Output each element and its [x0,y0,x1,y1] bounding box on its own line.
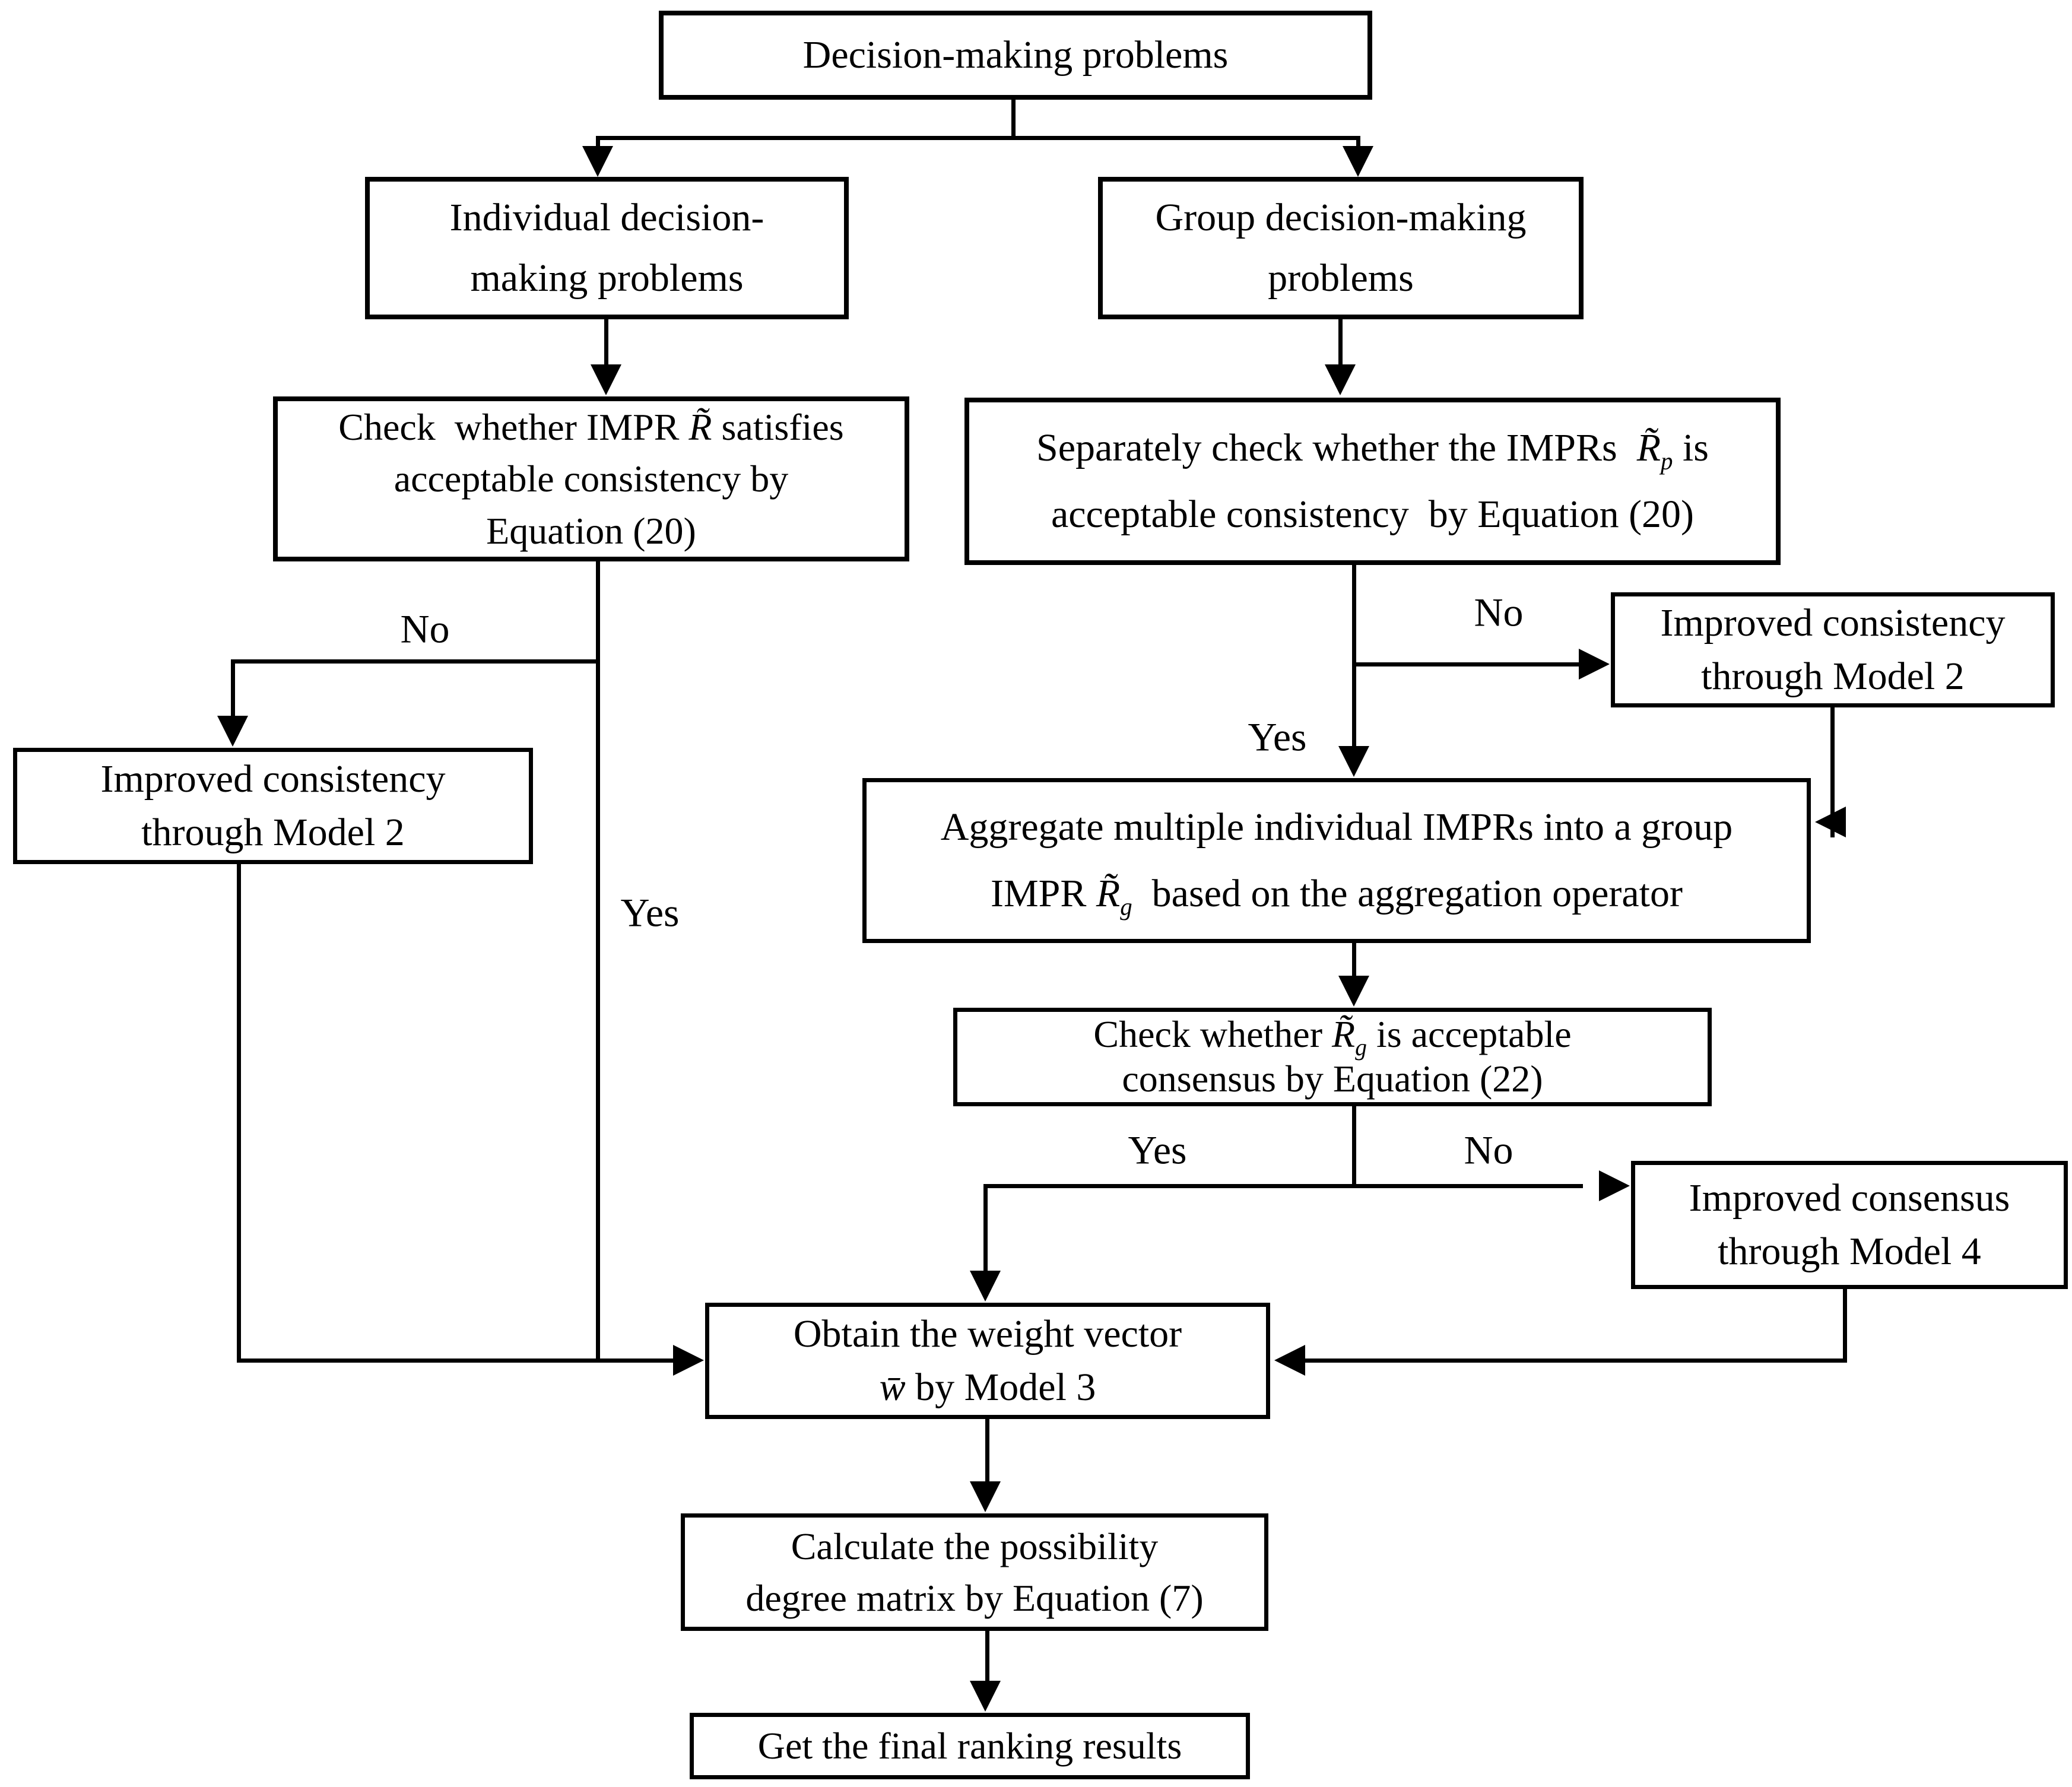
arrowhead-to-check-individual [591,364,621,395]
arrowhead-to-aggregate-right [1815,807,1846,837]
arrowhead-to-weight-right [1274,1345,1305,1376]
connector-decision-stem [1011,100,1016,138]
node-aggregate-imprs: Aggregate multiple individual IMPRs into… [862,778,1811,943]
math-subscript-p: p [1661,447,1673,475]
connector-decision-split [596,136,1360,140]
node-label-line: Improved consensus [1689,1176,2010,1220]
connector-improve-consensus-left [1303,1358,1847,1363]
math-symbol-R-tilde-p: R̃ [1636,426,1661,469]
node-label-line: Improved consistency [1660,601,2006,645]
node-check-group-consistency: Separately check whether the IMPRs R̃p i… [964,398,1781,565]
node-label-line: Individual decision- [449,195,764,239]
node-label: Decision-making problems [802,33,1229,77]
math-symbol-w-bar: w̄ [879,1366,906,1409]
node-label-line: through Model 2 [141,811,405,854]
label-text: by Model 3 [905,1366,1096,1409]
node-label-line: Obtain the weight vector [793,1312,1182,1356]
connector-individual-to-check [604,319,608,368]
label-text: is acceptable [1366,1013,1572,1056]
node-label: Get the final ranking results [757,1724,1182,1767]
connector-no-individual-v [231,659,235,719]
edge-label-no-group: No [1469,589,1528,636]
arrowhead-to-weight-left [673,1345,704,1376]
arrowhead-to-improve-right [1579,649,1610,680]
label-text: Separately check whether the IMPRs [1036,426,1637,469]
node-label-line: Check whether R̃g is acceptable [1093,1012,1572,1059]
arrowhead-to-consensus [1338,976,1369,1007]
arrowhead-to-ranking [970,1681,1001,1712]
edge-label-yes-group: Yes [1243,713,1312,761]
node-label-line: Check whether IMPR R̃ satisfies [338,401,843,453]
arrowhead-to-possibility [970,1481,1001,1512]
node-label-line: w̄ by Model 3 [880,1361,1096,1414]
node-label-line: through Model 4 [1718,1230,1981,1273]
edge-label-yes-individual: Yes [615,889,684,937]
node-decision-problems: Decision-making problems [659,11,1372,100]
node-obtain-weight-vector: Obtain the weight vector w̄ by Model 3 [705,1303,1270,1419]
connector-yes-consensus-v [983,1184,988,1272]
label-text: based on the aggregation operator [1132,872,1683,915]
arrowhead-to-check-group [1325,364,1356,395]
connector-improve-left-down [237,864,241,1363]
connector-improve-right-down [1830,707,1835,837]
node-improve-consistency-left: Improved consistency through Model 2 [13,748,533,864]
node-check-individual-consistency: Check whether IMPR R̃ satisfies acceptab… [273,396,909,561]
node-label-line: through Model 2 [1701,655,1965,698]
node-label-line: Group decision-making [1155,195,1527,239]
arrowhead-to-weight-top [970,1271,1001,1302]
edge-label-yes-consensus: Yes [1123,1126,1192,1174]
label-text: is [1673,426,1709,469]
connector-aggregate-to-consensus [1352,943,1356,980]
node-label-line: IMPR R̃g based on the aggregation operat… [991,861,1683,927]
label-text: Check whether IMPR [338,406,689,449]
connector-consensus-stem [1352,1106,1356,1186]
connector-split-right-stub [1356,136,1360,154]
arrowhead-to-individual [582,146,613,177]
node-label-line: Separately check whether the IMPRs R̃p i… [1036,415,1709,481]
connector-possibility-to-ranking [985,1631,989,1684]
node-improve-consistency-right: Improved consistency through Model 2 [1611,592,2055,707]
edge-label-no-individual: No [395,605,455,653]
node-label-line: Improved consistency [100,757,446,801]
connector-no-group-h [1354,662,1583,666]
node-label-line: problems [1268,256,1414,300]
node-label-line: acceptable consistency by [394,458,789,500]
connector-no-individual-h [231,659,600,664]
node-label-line: Equation (20) [486,509,696,552]
node-possibility-matrix: Calculate the possibility degree matrix … [681,1513,1268,1631]
node-label-line: acceptable consistency by Equation (20) [1051,493,1695,536]
edge-label-no-consensus: No [1459,1126,1518,1174]
arrowhead-to-improve-left [217,716,248,747]
node-final-ranking: Get the final ranking results [690,1713,1250,1779]
connector-group-to-check [1338,319,1343,368]
math-symbol-R-tilde-g: R̃ [1332,1013,1356,1056]
connector-weight-to-possibility [985,1419,989,1485]
label-text: IMPR [991,872,1096,915]
connector-merge-to-weight [237,1358,674,1363]
connector-yes-individual [596,561,600,1363]
arrowhead-to-improve-consensus [1599,1170,1630,1201]
node-label-line: degree matrix by Equation (7) [745,1577,1204,1619]
math-subscript-g: g [1120,893,1132,921]
label-text: Check whether [1093,1013,1332,1056]
math-symbol-R-tilde: R̃ [688,406,712,449]
connector-split-left-stub [596,136,600,154]
label-text: satisfies [712,406,844,449]
connector-consensus-split [983,1184,1583,1188]
node-label-line: consensus by Equation (22) [1122,1058,1543,1100]
node-check-consensus: Check whether R̃g is acceptable consensu… [953,1008,1712,1106]
node-group-problems: Group decision-making problems [1098,177,1584,319]
connector-improve-consensus-down [1843,1289,1847,1363]
node-label-line: making problems [470,256,744,300]
node-label-line: Calculate the possibility [791,1525,1159,1567]
connector-yes-group [1352,565,1356,749]
node-individual-problems: Individual decision- making problems [365,177,849,319]
node-improve-consensus: Improved consensus through Model 4 [1631,1161,2068,1289]
math-symbol-R-tilde-g: R̃ [1096,872,1121,915]
node-label-line: Aggregate multiple individual IMPRs into… [940,805,1733,849]
arrowhead-to-group [1343,146,1373,177]
arrowhead-to-aggregate-top [1338,746,1369,777]
math-subscript-g: g [1355,1034,1367,1061]
